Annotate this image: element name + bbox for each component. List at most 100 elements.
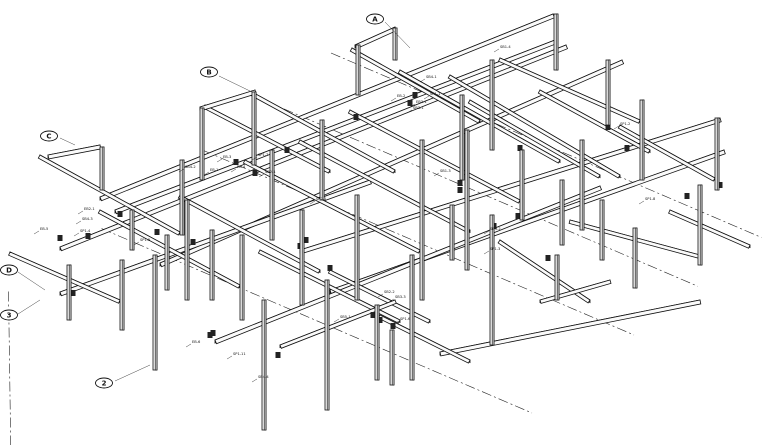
connection-6 <box>284 147 290 153</box>
column-7-side <box>607 59 611 126</box>
connection-20 <box>210 330 216 336</box>
grid-bubble <box>0 264 18 276</box>
connection-29 <box>303 237 309 243</box>
member-tag: SB3-1 <box>413 106 424 110</box>
portal-b-top-flange <box>199 89 257 112</box>
column-23-side <box>421 139 425 301</box>
grid-bubble-leader <box>384 21 411 49</box>
column-8-side <box>641 99 645 181</box>
column-11-side <box>634 227 638 289</box>
member-tag: SB2-1 <box>265 170 276 174</box>
column-15-side <box>326 279 330 411</box>
member-tag: EB-1 <box>210 168 218 172</box>
column-9-side <box>716 117 720 191</box>
connection-23 <box>515 213 521 219</box>
connection-24 <box>545 255 551 261</box>
connection-27 <box>117 211 123 217</box>
member-tag: SB4-1 <box>426 75 437 79</box>
column-35-side <box>376 304 380 381</box>
column-29-side <box>271 149 275 241</box>
column-5-side <box>253 91 257 166</box>
connection-15 <box>190 239 196 245</box>
grid-bubble <box>0 309 18 321</box>
member-tag: SP2-1 <box>316 197 326 201</box>
member-tag: SP1-11 <box>233 352 246 356</box>
member-tag: SB1-3 <box>440 169 451 173</box>
grid-bubble <box>40 130 58 142</box>
tag-leader <box>406 109 413 114</box>
connection-4 <box>233 159 239 165</box>
member-tag: SP1-3 <box>490 247 500 251</box>
tag-leader <box>613 125 620 130</box>
member-tag: EB-5 <box>40 227 48 231</box>
column-33-side <box>601 199 605 261</box>
tag-leader <box>216 158 223 163</box>
tag-leader <box>409 103 416 108</box>
member-tag: SB4-3 <box>82 217 93 221</box>
column-20-side <box>466 129 470 271</box>
member-tag: EB-3 <box>223 155 231 159</box>
cross-beam-20-flange <box>668 209 751 249</box>
column-34-side <box>561 179 565 246</box>
tag-leader <box>309 200 316 205</box>
tag-leader <box>33 230 40 235</box>
tag-leader <box>393 320 400 325</box>
cross-beam-14-flange <box>537 89 651 154</box>
grid-bubble <box>95 377 113 389</box>
member-tag: EB3-1 <box>416 100 427 104</box>
connection-1 <box>407 100 413 106</box>
connection-28 <box>457 187 463 193</box>
cross-beam-10-flange <box>242 159 421 254</box>
beams <box>8 13 751 364</box>
column-17-side <box>154 254 158 371</box>
connection-8 <box>517 145 523 151</box>
connection-18 <box>370 312 376 318</box>
connection-25 <box>684 193 690 199</box>
column-18-side <box>121 259 125 331</box>
member-tag: SB1-4 <box>500 45 511 49</box>
connection-17 <box>327 265 333 271</box>
member-tag: SB4-2 <box>185 165 196 169</box>
long-beam-9-flange <box>439 299 702 357</box>
column-19-side <box>68 264 72 321</box>
connection-3 <box>353 114 359 120</box>
cross-beam-7-flange <box>37 154 181 236</box>
member-tag: SB4-4 <box>258 375 269 379</box>
grid-bubble <box>200 66 218 78</box>
member-tag: SB3-3 <box>395 295 406 299</box>
portal-c-top-flange <box>47 144 102 160</box>
long-beam-7-flange <box>59 179 372 297</box>
column-27-side <box>186 199 190 301</box>
grid-bubble-leader <box>17 299 41 315</box>
connection-5 <box>252 170 258 176</box>
member-tag: SP1-1 <box>430 92 440 96</box>
cross-beam-22-flange <box>539 279 612 304</box>
connection-26 <box>717 182 723 188</box>
column-14-side <box>411 254 415 381</box>
grid-bubble-label: 3 <box>7 312 12 320</box>
tag-leader <box>226 355 233 360</box>
column-25-side <box>301 209 305 306</box>
grid-bubble-label: B <box>206 69 211 77</box>
portal-a-top-flange <box>354 26 398 50</box>
tag-leader <box>258 173 265 178</box>
tag-leader <box>133 241 140 246</box>
grid-bubble <box>366 13 384 25</box>
column-38-side <box>211 229 215 301</box>
grid-bubble-leader <box>59 137 76 146</box>
column-24-side <box>356 194 360 301</box>
connection-14 <box>154 229 160 235</box>
tag-leader <box>483 250 490 255</box>
tag-leader <box>251 378 258 383</box>
member-tag: SB5-1 <box>340 315 351 319</box>
columns <box>66 13 720 431</box>
tag-leader <box>73 232 80 237</box>
grid-bubble-leader <box>218 75 253 93</box>
tag-leader <box>75 220 82 225</box>
cross-beam-4-flange <box>397 69 561 164</box>
cross-beam-18-flange <box>497 239 591 304</box>
tag-leader <box>638 200 645 205</box>
